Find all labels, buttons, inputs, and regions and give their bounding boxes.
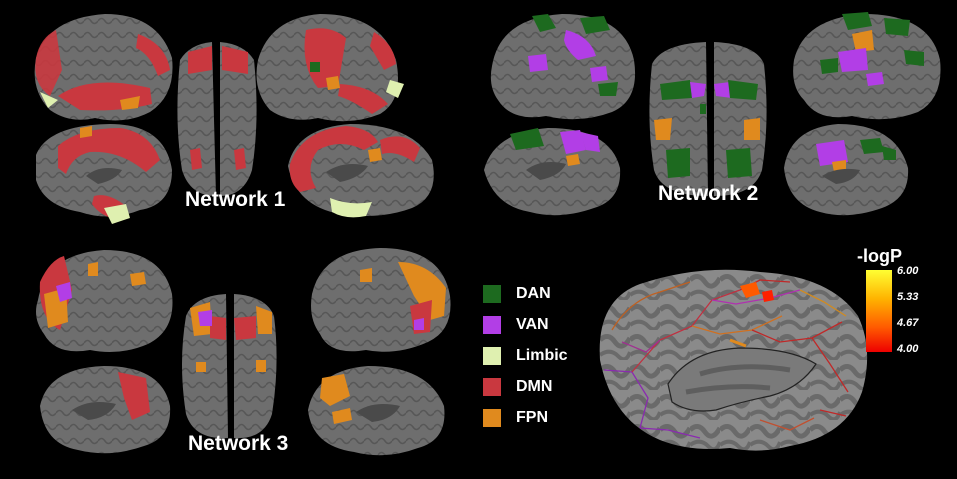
- n1-lateral-left-brain: [34, 14, 173, 121]
- n1-dorsal-brain: [177, 42, 257, 196]
- network1-label: Network 1: [185, 188, 286, 211]
- n3-dorsal-brain: [182, 294, 277, 439]
- legend-swatch-fpn: [483, 409, 501, 427]
- legend-label-fpn: FPN: [516, 409, 548, 426]
- legend-swatch-van: [483, 316, 501, 334]
- n3-lateral-left-brain: [36, 250, 173, 352]
- network1-panel: Network 1: [34, 14, 434, 224]
- n2-medial-right-brain: [784, 124, 909, 216]
- n2-lateral-left-brain: [490, 14, 636, 120]
- legend-item-dan: DAN: [483, 279, 593, 309]
- network3-panel: Network 3: [36, 248, 451, 456]
- colorbar-tick-2: 5.33: [897, 291, 919, 303]
- n3-lateral-right-brain: [311, 248, 451, 352]
- legend-label-limbic: Limbic: [516, 347, 568, 364]
- inflated-brain: [599, 269, 868, 451]
- legend-item-dmn: DMN: [483, 372, 593, 402]
- legend-label-van: VAN: [516, 316, 549, 333]
- n1-medial-right-brain: [288, 124, 434, 218]
- n3-medial-right-brain: [308, 366, 445, 456]
- legend-item-van: VAN: [483, 310, 593, 340]
- legend: DAN VAN Limbic DMN FPN: [483, 279, 593, 434]
- network2-panel: Network 2: [484, 12, 941, 216]
- colorbar-tick-3: 4.67: [897, 317, 919, 329]
- legend-item-limbic: Limbic: [483, 341, 593, 371]
- n1-lateral-right-brain: [256, 14, 404, 122]
- n2-medial-left-brain: [484, 128, 621, 216]
- n2-dorsal-brain: [649, 42, 767, 196]
- legend-swatch-dmn: [483, 378, 501, 396]
- n2-lateral-right-brain: [793, 12, 941, 120]
- colorbar-title: -logP: [857, 246, 902, 266]
- colorbar-tick-min: 4.00: [897, 343, 919, 355]
- legend-swatch-limbic: [483, 347, 501, 365]
- legend-swatch-dan: [483, 285, 501, 303]
- legend-label-dmn: DMN: [516, 378, 553, 395]
- legend-label-dan: DAN: [516, 285, 551, 302]
- network3-label: Network 3: [188, 432, 288, 455]
- legend-item-fpn: FPN: [483, 403, 593, 433]
- colorbar-tick-max: 6.00: [897, 265, 919, 277]
- n3-medial-left-brain: [40, 366, 171, 454]
- n1-medial-left-brain: [36, 124, 172, 224]
- colorbar: [866, 270, 892, 352]
- network2-label: Network 2: [658, 182, 758, 205]
